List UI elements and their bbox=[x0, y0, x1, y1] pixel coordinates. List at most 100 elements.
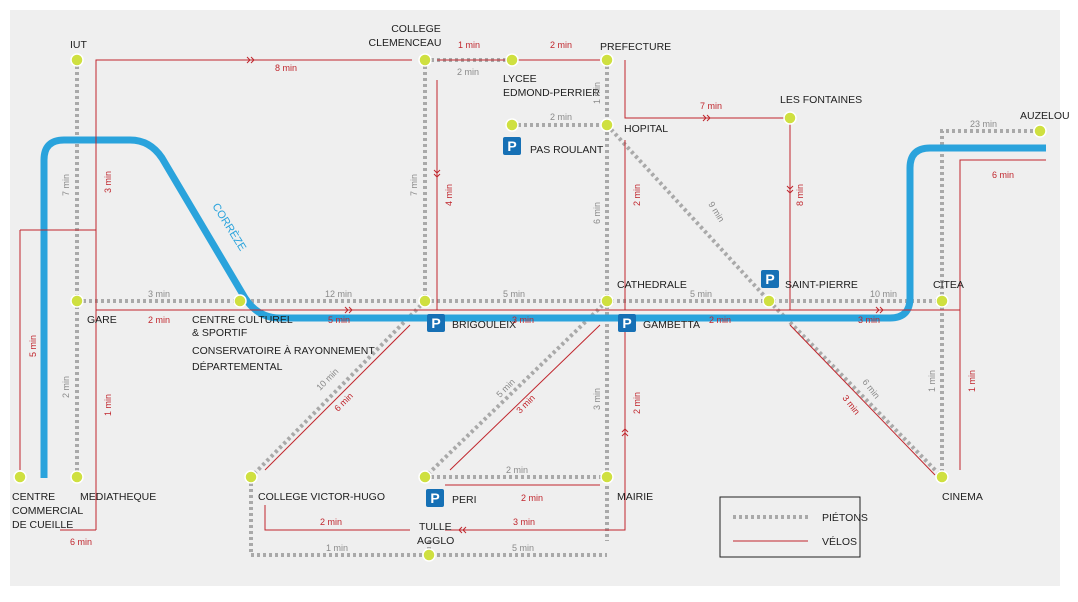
time-label: 8 min bbox=[275, 63, 297, 73]
svg-text:P: P bbox=[431, 315, 440, 331]
time-label: 2 min bbox=[521, 493, 543, 503]
walk-hopital-saintpierre bbox=[605, 123, 771, 303]
stop-label-tulle-agglo: AGGLO bbox=[417, 535, 454, 547]
node-auzelou bbox=[1033, 124, 1047, 138]
node-clemenceau bbox=[418, 53, 432, 67]
stop-label-centre-commercial: COMMERCIAL bbox=[12, 505, 83, 517]
svg-text:P: P bbox=[622, 315, 631, 331]
time-label: 23 min bbox=[970, 119, 997, 129]
parking-icon: P bbox=[618, 314, 636, 332]
time-label: 8 min bbox=[795, 184, 805, 206]
bike-iut-clemenceau bbox=[95, 59, 412, 530]
legend-walk-label: PIÉTONS bbox=[822, 511, 868, 524]
time-label: 1 min bbox=[326, 543, 348, 553]
bike-gambetta-mairie-tulle bbox=[445, 325, 626, 531]
stop-label-brigouleix: BRIGOULEIX bbox=[452, 319, 516, 331]
stop-label-lycee: EDMOND-PERRIER bbox=[503, 87, 600, 99]
node-lycee bbox=[505, 53, 519, 67]
node-peri bbox=[418, 470, 432, 484]
time-label: 7 min bbox=[61, 174, 71, 196]
legend-box bbox=[719, 496, 861, 558]
stop-label-centre-commercial: DE CUEILLE bbox=[12, 519, 73, 531]
time-label: 6 min bbox=[592, 202, 602, 224]
time-label: 4 min bbox=[444, 184, 454, 206]
time-label: 5 min bbox=[512, 543, 534, 553]
time-label: 10 min bbox=[870, 289, 897, 299]
stop-label-tulle-agglo: TULLE bbox=[419, 521, 452, 533]
walk-citea-auzelou bbox=[940, 129, 1040, 301]
node-gare bbox=[70, 294, 84, 308]
node-brigouleix bbox=[418, 294, 432, 308]
walking-routes bbox=[75, 58, 1040, 557]
time-label: 2 min bbox=[506, 465, 528, 475]
node-tulle-agglo bbox=[422, 548, 436, 562]
bike-gambetta-peri bbox=[449, 324, 601, 471]
time-label: 5 min bbox=[328, 315, 350, 325]
time-label: 3 min bbox=[858, 315, 880, 325]
svg-text:P: P bbox=[507, 138, 516, 154]
walk-cathedrale-peri bbox=[423, 299, 609, 479]
time-label: 3 min bbox=[513, 517, 535, 527]
legend-bike-label: VÉLOS bbox=[822, 535, 857, 548]
stop-label-centre-culturel: CENTRE CULTUREL bbox=[192, 314, 293, 326]
walk-saintpierre-cinema bbox=[767, 299, 944, 479]
node-centre-commercial bbox=[13, 470, 27, 484]
time-label: 2 min bbox=[457, 67, 479, 77]
stop-label-citea: CITEA bbox=[933, 279, 964, 291]
time-label: 7 min bbox=[409, 174, 419, 196]
bike-prefecture-fontaines-saintpierre bbox=[624, 60, 791, 310]
time-label: 2 min bbox=[61, 376, 71, 398]
node-mairie bbox=[600, 470, 614, 484]
node-pas-roulant bbox=[505, 118, 519, 132]
stop-label-les-fontaines: LES FONTAINES bbox=[780, 94, 862, 106]
walk-victorhugo-tulle-mairie bbox=[249, 477, 607, 557]
stop-nodes bbox=[13, 53, 1047, 562]
stop-label-mediatheque: MEDIATHEQUE bbox=[80, 491, 156, 503]
stop-label-college-victor-hugo: COLLEGE VICTOR-HUGO bbox=[258, 491, 385, 503]
walk-brigouleix-victorhugo bbox=[249, 299, 427, 479]
stop-label-pas-roulant: PAS ROULANT bbox=[530, 144, 604, 156]
stop-label-hopital: HOPITAL bbox=[624, 123, 668, 135]
time-label: 5 min bbox=[503, 289, 525, 299]
stop-label-centre-culturel: DÉPARTEMENTAL bbox=[192, 360, 283, 373]
time-label: 3 min bbox=[512, 315, 534, 325]
bike-victorhugo-tulle bbox=[264, 505, 410, 531]
bike-saintpierre-cinema bbox=[789, 324, 936, 476]
node-saint-pierre bbox=[762, 294, 776, 308]
time-label: 2 min bbox=[148, 315, 170, 325]
node-les-fontaines bbox=[783, 111, 797, 125]
time-label: 1 min bbox=[592, 82, 602, 104]
time-label: 2 min bbox=[550, 40, 572, 50]
river-correze bbox=[40, 136, 1046, 478]
time-label: 2 min bbox=[320, 517, 342, 527]
stop-label-peri: PERI bbox=[452, 494, 477, 506]
stop-label-centre-culturel: & SPORTIF bbox=[192, 327, 247, 339]
node-citea bbox=[935, 294, 949, 308]
time-label: 3 min bbox=[592, 388, 602, 410]
time-label: 1 min bbox=[967, 370, 977, 392]
node-prefecture bbox=[600, 53, 614, 67]
stop-label-cinema: CINEMA bbox=[942, 491, 983, 503]
bike-brigouleix-victorhugo bbox=[264, 324, 411, 471]
stop-label-centre-commercial: CENTRE bbox=[12, 491, 55, 503]
time-label: 1 min bbox=[458, 40, 480, 50]
node-cinema bbox=[935, 470, 949, 484]
time-label: 1 min bbox=[103, 394, 113, 416]
node-iut bbox=[70, 53, 84, 67]
time-label: 2 min bbox=[632, 184, 642, 206]
time-label: 3 min bbox=[148, 289, 170, 299]
time-label: 2 min bbox=[632, 392, 642, 414]
node-centre-culturel bbox=[233, 294, 247, 308]
time-label: 7 min bbox=[700, 101, 722, 111]
map-background bbox=[10, 10, 1060, 586]
stop-label-cathedrale: CATHEDRALE bbox=[617, 279, 687, 291]
node-cathedrale bbox=[600, 294, 614, 308]
stop-label-auzelou: AUZELOU bbox=[1020, 110, 1070, 122]
stop-label-mairie: MAIRIE bbox=[617, 491, 653, 503]
stop-label-centre-culturel: CONSERVATOIRE À RAYONNEMENT bbox=[192, 344, 375, 357]
stop-label-lycee: LYCEE bbox=[503, 73, 537, 85]
legend: PIÉTONS VÉLOS bbox=[719, 496, 868, 558]
time-label: 5 min bbox=[690, 289, 712, 299]
parking-icon: P bbox=[426, 489, 444, 507]
